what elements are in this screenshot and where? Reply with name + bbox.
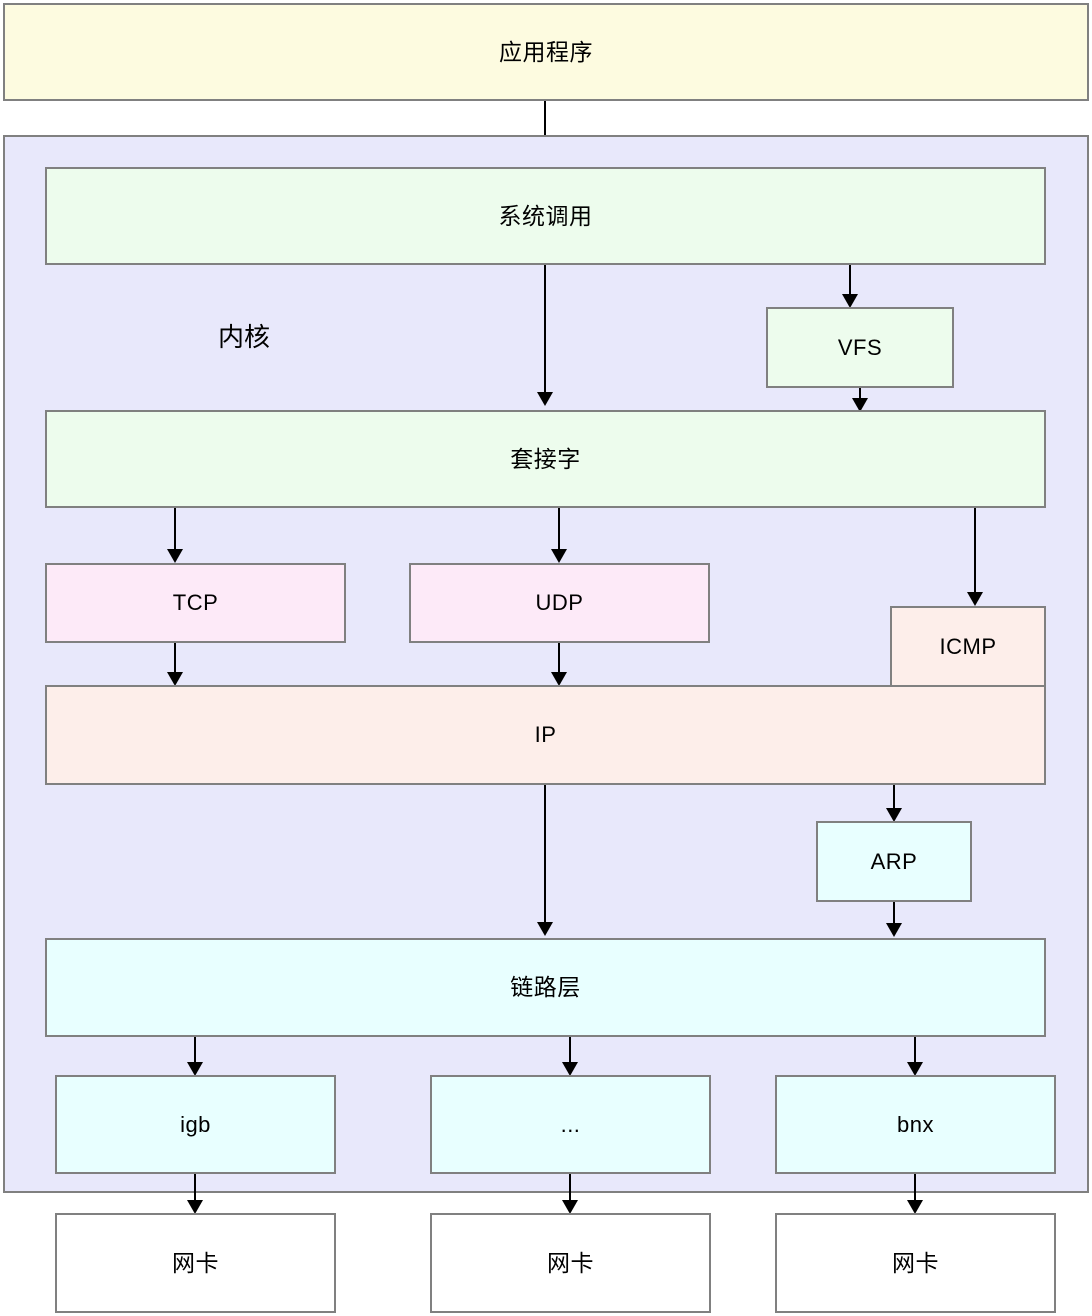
kernel-label: 内核 (218, 322, 271, 352)
icmp-ip-overlap-edge (890, 685, 1046, 687)
arrow-tcp-to-ip-head (167, 672, 183, 686)
arrow-socket-to-icmp-head (967, 592, 983, 606)
arrow-syscall-to-vfs-head (842, 294, 858, 308)
syscall-label: 系统调用 (498, 202, 593, 229)
arrow-igb-to-nic1-head (187, 1200, 203, 1214)
arrow-tcp-to-ip (174, 643, 176, 675)
arrow-udp-to-ip (558, 643, 560, 675)
arrow-application-to-syscall (544, 101, 546, 153)
link-layer-label: 链路层 (510, 974, 581, 1000)
udp-box: UDP (409, 563, 710, 643)
arrow-link-to-igb (194, 1037, 196, 1065)
arrow-bnx-to-nic3-head (907, 1200, 923, 1214)
arrow-arp-to-link-head (886, 923, 902, 937)
arrow-ellipsis-driver-to-nic2-head (562, 1200, 578, 1214)
nic-label-1: 网卡 (172, 1249, 219, 1276)
ip-box: IP (45, 685, 1046, 785)
nic-box-3: 网卡 (775, 1213, 1056, 1313)
arrow-link-to-bnx-head (907, 1062, 923, 1076)
arrow-ip-to-arp (893, 785, 895, 810)
udp-label: UDP (535, 590, 584, 615)
icmp-label: ICMP (939, 633, 997, 659)
socket-box: 套接字 (45, 410, 1046, 508)
driver-bnx-label: bnx (897, 1111, 934, 1137)
arrow-vfs-to-socket-head (852, 398, 868, 412)
arp-label: ARP (870, 848, 918, 874)
arrow-link-to-ellipsis-driver (569, 1037, 571, 1065)
vfs-label: VFS (837, 334, 883, 360)
arrow-socket-to-tcp-head (167, 549, 183, 563)
arrow-bnx-to-nic3 (914, 1174, 916, 1204)
arrow-syscall-to-socket-head (537, 392, 553, 406)
driver-igb-box: igb (55, 1075, 336, 1174)
arrow-udp-to-ip-head (551, 672, 567, 686)
arrow-socket-to-udp-head (551, 549, 567, 563)
arrow-ip-to-link-head (537, 922, 553, 936)
nic-box-2: 网卡 (430, 1213, 711, 1313)
nic-label-2: 网卡 (547, 1249, 594, 1276)
application-label: 应用程序 (499, 38, 593, 65)
tcp-label: TCP (172, 590, 219, 615)
arrow-ellipsis-driver-to-nic2 (569, 1174, 571, 1204)
application-box: 应用程序 (3, 3, 1089, 101)
arrow-ip-to-link (544, 785, 546, 923)
icmp-box: ICMP (890, 606, 1046, 687)
nic-label-3: 网卡 (892, 1249, 939, 1276)
arrow-link-to-igb-head (187, 1062, 203, 1076)
arrow-link-to-ellipsis-driver-head (562, 1062, 578, 1076)
driver-ellipsis-box: ... (430, 1075, 711, 1174)
driver-bnx-box: bnx (775, 1075, 1056, 1174)
arrow-syscall-to-vfs (849, 265, 851, 295)
tcp-box: TCP (45, 563, 346, 643)
socket-label: 套接字 (510, 445, 581, 472)
ip-label: IP (534, 722, 557, 747)
arrow-socket-to-tcp (174, 508, 176, 550)
arrow-socket-to-udp (558, 508, 560, 550)
arrow-arp-to-link (893, 902, 895, 924)
nic-box-1: 网卡 (55, 1213, 336, 1313)
driver-igb-label: igb (180, 1111, 211, 1137)
driver-ellipsis-label: ... (560, 1111, 581, 1137)
arrow-syscall-to-socket (544, 265, 546, 393)
link-layer-box: 链路层 (45, 938, 1046, 1037)
arrow-ip-to-arp-head (886, 808, 902, 822)
arrow-socket-to-icmp (974, 508, 976, 593)
vfs-box: VFS (766, 307, 954, 388)
syscall-box: 系统调用 (45, 167, 1046, 265)
arrow-link-to-bnx (914, 1037, 916, 1065)
arrow-igb-to-nic1 (194, 1174, 196, 1204)
arp-box: ARP (816, 821, 972, 902)
